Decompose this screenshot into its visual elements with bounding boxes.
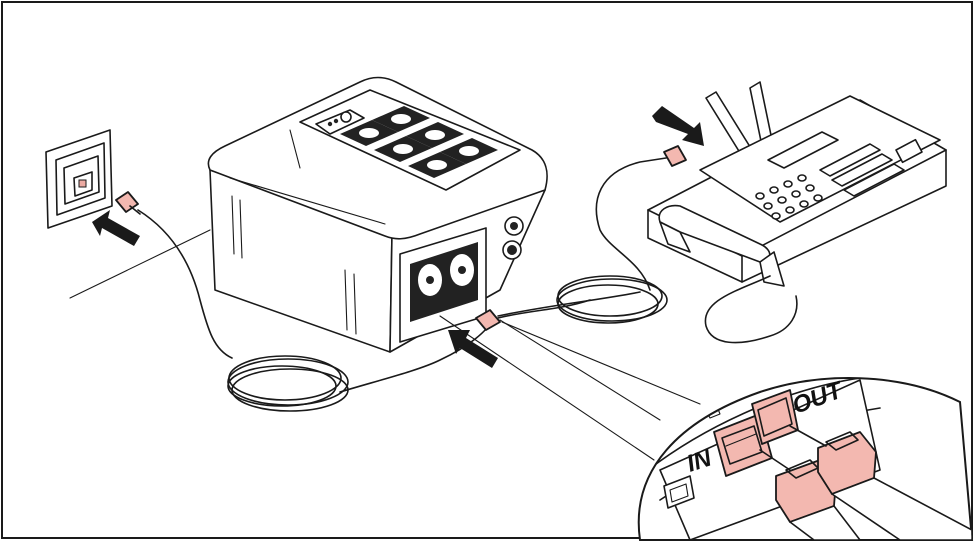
wall-phone-socket (45, 129, 113, 229)
top-sockets (340, 106, 498, 178)
inset-plug-out (817, 431, 972, 540)
floor-lines (69, 229, 211, 299)
ups-plug (475, 309, 501, 331)
arrow-to-fax-icon (652, 106, 704, 146)
arrow-to-ups-icon (448, 330, 498, 368)
fax-plug (663, 145, 687, 167)
cable-ups-to-fax (497, 157, 668, 324)
zoom-lines (439, 315, 701, 461)
fax-keypad (755, 174, 823, 220)
detail-inset: IN OUT (637, 377, 974, 541)
fax-machine (647, 81, 947, 344)
ups-unit (207, 76, 548, 353)
fax-keys (819, 138, 923, 197)
cable-wall-to-ups (137, 209, 493, 412)
arrow-to-wall-icon (92, 210, 140, 246)
wall-plug (115, 191, 141, 215)
